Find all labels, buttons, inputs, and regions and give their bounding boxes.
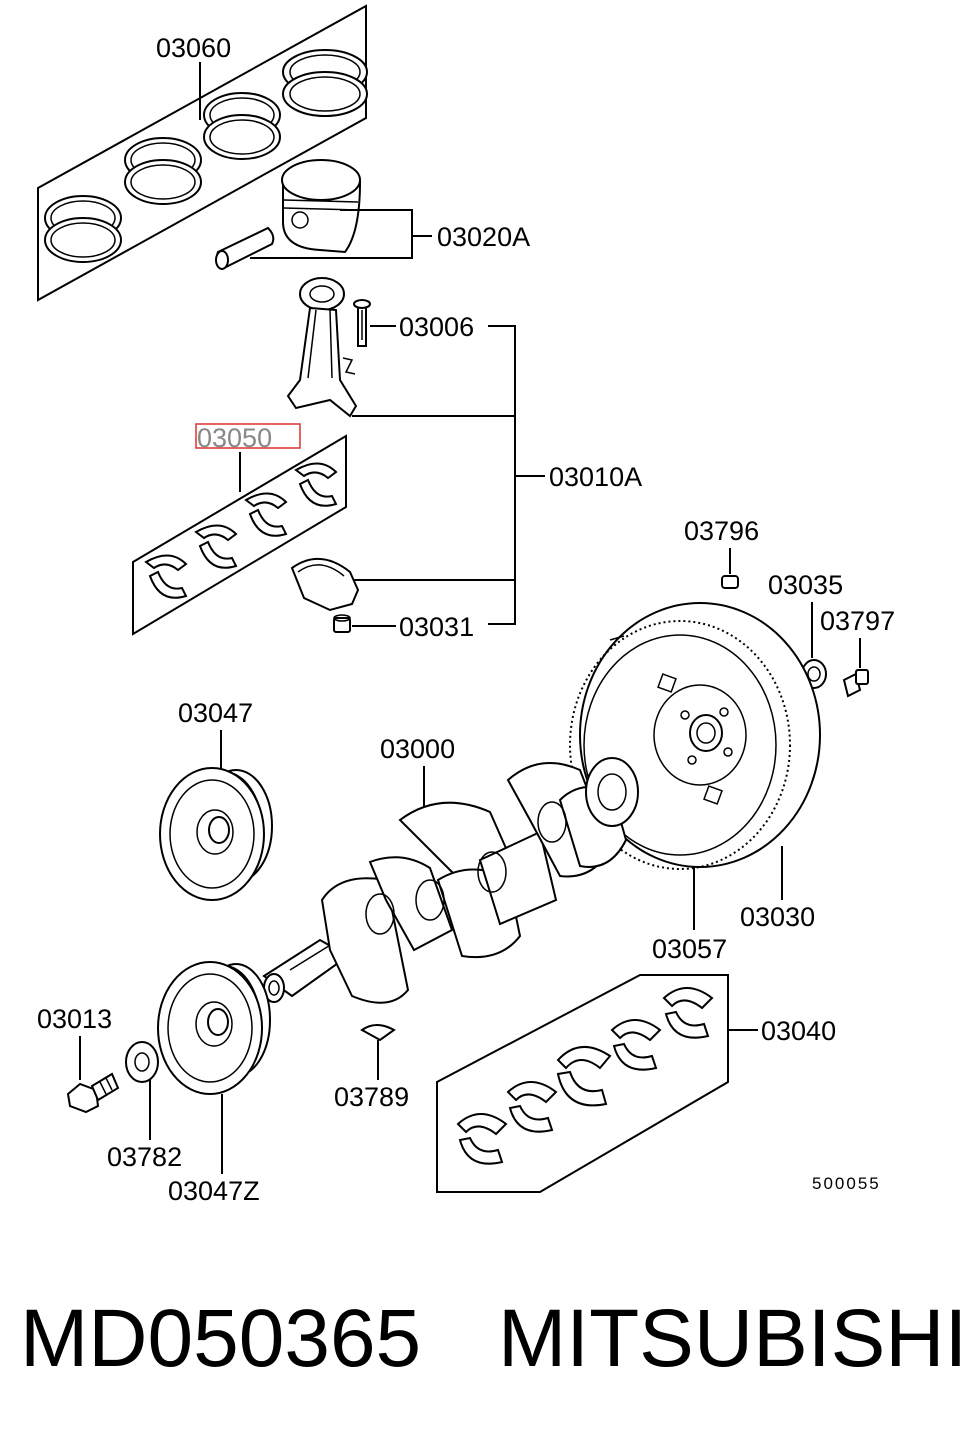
main-bearing-panel <box>436 974 729 1193</box>
label-rod-bearing-set[interactable]: 03050 <box>197 423 272 453</box>
connecting-rod[interactable] <box>286 277 371 418</box>
crankshaft[interactable] <box>262 757 639 1004</box>
label-bearing-03035: 03035 <box>768 570 843 600</box>
piston-ring-set[interactable] <box>44 49 368 263</box>
label-pin-03796: 03796 <box>684 516 759 546</box>
washer[interactable] <box>125 1041 159 1083</box>
crank-pulley[interactable] <box>159 767 273 901</box>
label-crankshaft: 03000 <box>380 734 455 764</box>
part-number-caption: MD050365 <box>20 1293 421 1384</box>
label-piston: 03020A <box>437 222 530 252</box>
main-bearing-shells[interactable] <box>456 987 714 1165</box>
highlight-box <box>195 423 301 449</box>
label-main-bearing-set: 03040 <box>761 1016 836 1046</box>
flywheel-bolt[interactable] <box>842 669 869 698</box>
label-bolt-03013: 03013 <box>37 1004 112 1034</box>
rod-nut[interactable] <box>333 614 351 633</box>
rod-bearing-panel <box>132 434 347 636</box>
label-pulley-bottom: 03047Z <box>168 1176 260 1206</box>
brand-caption: MITSUBISHI <box>498 1293 960 1384</box>
label-key: 03789 <box>334 1082 409 1112</box>
label-ring-gear: 03057 <box>652 934 727 964</box>
crank-bolt[interactable] <box>66 1072 120 1114</box>
woodruff-key[interactable] <box>360 1024 396 1042</box>
diagram-code: 500055 <box>812 1174 881 1193</box>
piston-rings-panel: 03060 <box>37 4 368 302</box>
label-flywheel: 03030 <box>740 902 815 932</box>
label-rod-assembly: 03010A <box>549 462 642 492</box>
label-rings: 03060 <box>156 33 231 63</box>
label-washer: 03782 <box>107 1142 182 1172</box>
rod-cap[interactable] <box>290 557 360 612</box>
label-rod-nut: 03031 <box>399 612 474 642</box>
label-bolt-03797: 03797 <box>820 606 895 636</box>
label-pulley-top: 03047 <box>178 698 253 728</box>
piston[interactable] <box>215 159 362 270</box>
dowel-pin[interactable] <box>721 575 739 589</box>
crank-pulley-z[interactable] <box>157 961 271 1095</box>
flywheel[interactable] <box>569 602 821 870</box>
label-rod-bolt: 03006 <box>399 312 474 342</box>
rod-bearing-shells[interactable] <box>144 462 338 599</box>
